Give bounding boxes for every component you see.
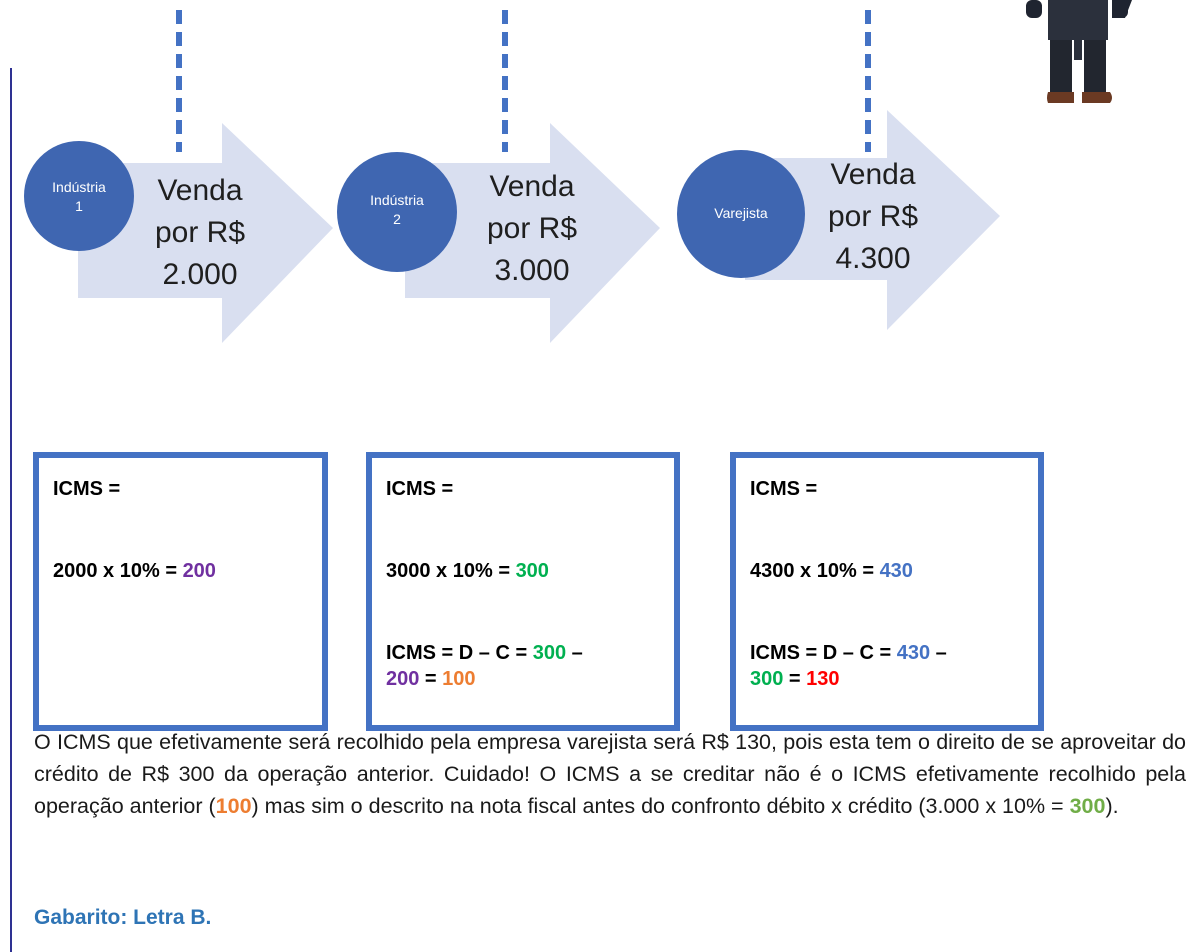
icms-box-2-formula-prefix: ICMS = D – C = [386, 642, 533, 664]
icms-box-2-formula: ICMS = D – C = 300 – 200 = 100 [386, 640, 660, 692]
stage-label-3-line1: Varejista [714, 205, 768, 221]
explanation-highlight-300: 300 [1069, 794, 1106, 818]
explanation-part1: O ICMS que efetivamente será recolhido p… [34, 730, 1186, 818]
stage-label-1: Indústria 1 [44, 178, 114, 216]
explanation-highlight-100: 100 [215, 794, 252, 818]
icms-box-3: ICMS = 4300 x 10% = 430 ICMS = D – C = 4… [730, 452, 1044, 731]
stage-label-3: Varejista [696, 204, 786, 223]
icms-box-3-result: 130 [806, 668, 840, 690]
sale-text-1: Venda por R$ 2.000 [130, 170, 270, 296]
sale-text-2: Venda por R$ 3.000 [462, 166, 602, 292]
explanation-paragraph: O ICMS que efetivamente será recolhido p… [34, 726, 1186, 822]
flow-arrow-2 [405, 123, 660, 343]
sale-text-3: Venda por R$ 4.300 [803, 154, 943, 280]
stage-circle-2 [337, 152, 457, 272]
stage-label-2-line1: Indústria [370, 192, 424, 208]
icms-box-3-debit: 430 [896, 642, 931, 664]
icms-box-1: ICMS = 2000 x 10% = 200 [33, 452, 328, 731]
icms-box-2-calc: 3000 x 10% = 300 [386, 558, 660, 584]
icms-box-3-dash: – [930, 642, 947, 664]
icms-box-1-calc-value: 200 [182, 560, 216, 582]
answer-text: Gabarito: Letra B. [34, 906, 212, 929]
stage-circle-1 [24, 141, 134, 251]
flow-arrow-3 [745, 110, 1000, 330]
stage-label-2: Indústria 2 [357, 191, 437, 229]
icms-box-3-calc: 4300 x 10% = 430 [750, 558, 1024, 584]
icms-box-3-formula-prefix: ICMS = D – C = [750, 642, 897, 664]
sale-value-1: 2.000 [162, 258, 238, 291]
icms-box-2-eq: = [419, 668, 443, 690]
sale-value-3: 4.300 [835, 242, 911, 275]
stage-label-1-line1: Indústria [52, 179, 106, 195]
explanation-part2: ) mas sim o descrito na nota fiscal ante… [251, 794, 1070, 818]
icms-box-2-calc-value: 300 [515, 560, 549, 582]
flow-arrow-1 [78, 123, 333, 343]
icms-box-3-formula: ICMS = D – C = 430 – 300 = 130 [750, 640, 1024, 692]
person-illustration [1018, 0, 1132, 103]
icms-box-2-debit: 300 [532, 642, 567, 664]
sale-text-2-line2: por R$ [486, 212, 578, 245]
sale-text-3-line1: Venda [830, 158, 916, 191]
icms-box-3-eq: = [783, 668, 807, 690]
sale-text-1-line2: por R$ [154, 216, 246, 249]
sale-text-2-line1: Venda [489, 170, 575, 203]
stage-label-2-line2: 2 [393, 211, 401, 227]
icms-box-2-dash: – [566, 642, 583, 664]
icms-box-3-credit: 300 [750, 668, 784, 690]
sale-text-3-line2: por R$ [827, 200, 919, 233]
icms-box-1-title: ICMS = [53, 478, 121, 500]
stage-label-1-line2: 1 [75, 198, 83, 214]
page-margin-line [10, 68, 12, 952]
icms-box-2-title: ICMS = [386, 478, 454, 500]
icms-box-2-calc-prefix: 3000 x 10% = [386, 560, 516, 582]
icms-box-2-result: 100 [442, 668, 476, 690]
icms-box-2-credit: 200 [386, 668, 420, 690]
sale-value-2: 3.000 [494, 254, 570, 287]
sale-text-1-line1: Venda [157, 174, 243, 207]
icms-box-1-calc: 2000 x 10% = 200 [53, 558, 308, 584]
flow-diagram [24, 0, 1132, 343]
stage-circle-3 [677, 150, 805, 278]
icms-box-1-calc-prefix: 2000 x 10% = [53, 560, 183, 582]
icms-box-3-calc-value: 430 [879, 560, 913, 582]
explanation-part3: ). [1105, 794, 1119, 818]
icms-box-3-calc-prefix: 4300 x 10% = [750, 560, 880, 582]
icms-box-2: ICMS = 3000 x 10% = 300 ICMS = D – C = 3… [366, 452, 680, 731]
icms-box-3-title: ICMS = [750, 478, 818, 500]
